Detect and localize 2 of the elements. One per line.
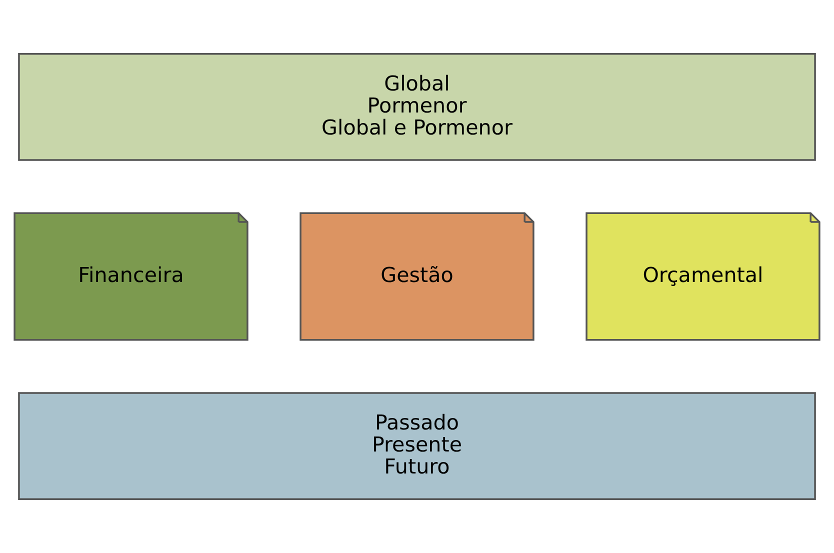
node-box: Global Pormenor Global e Pormenor xyxy=(18,53,816,161)
node-box: Passado Presente Futuro xyxy=(18,392,816,500)
